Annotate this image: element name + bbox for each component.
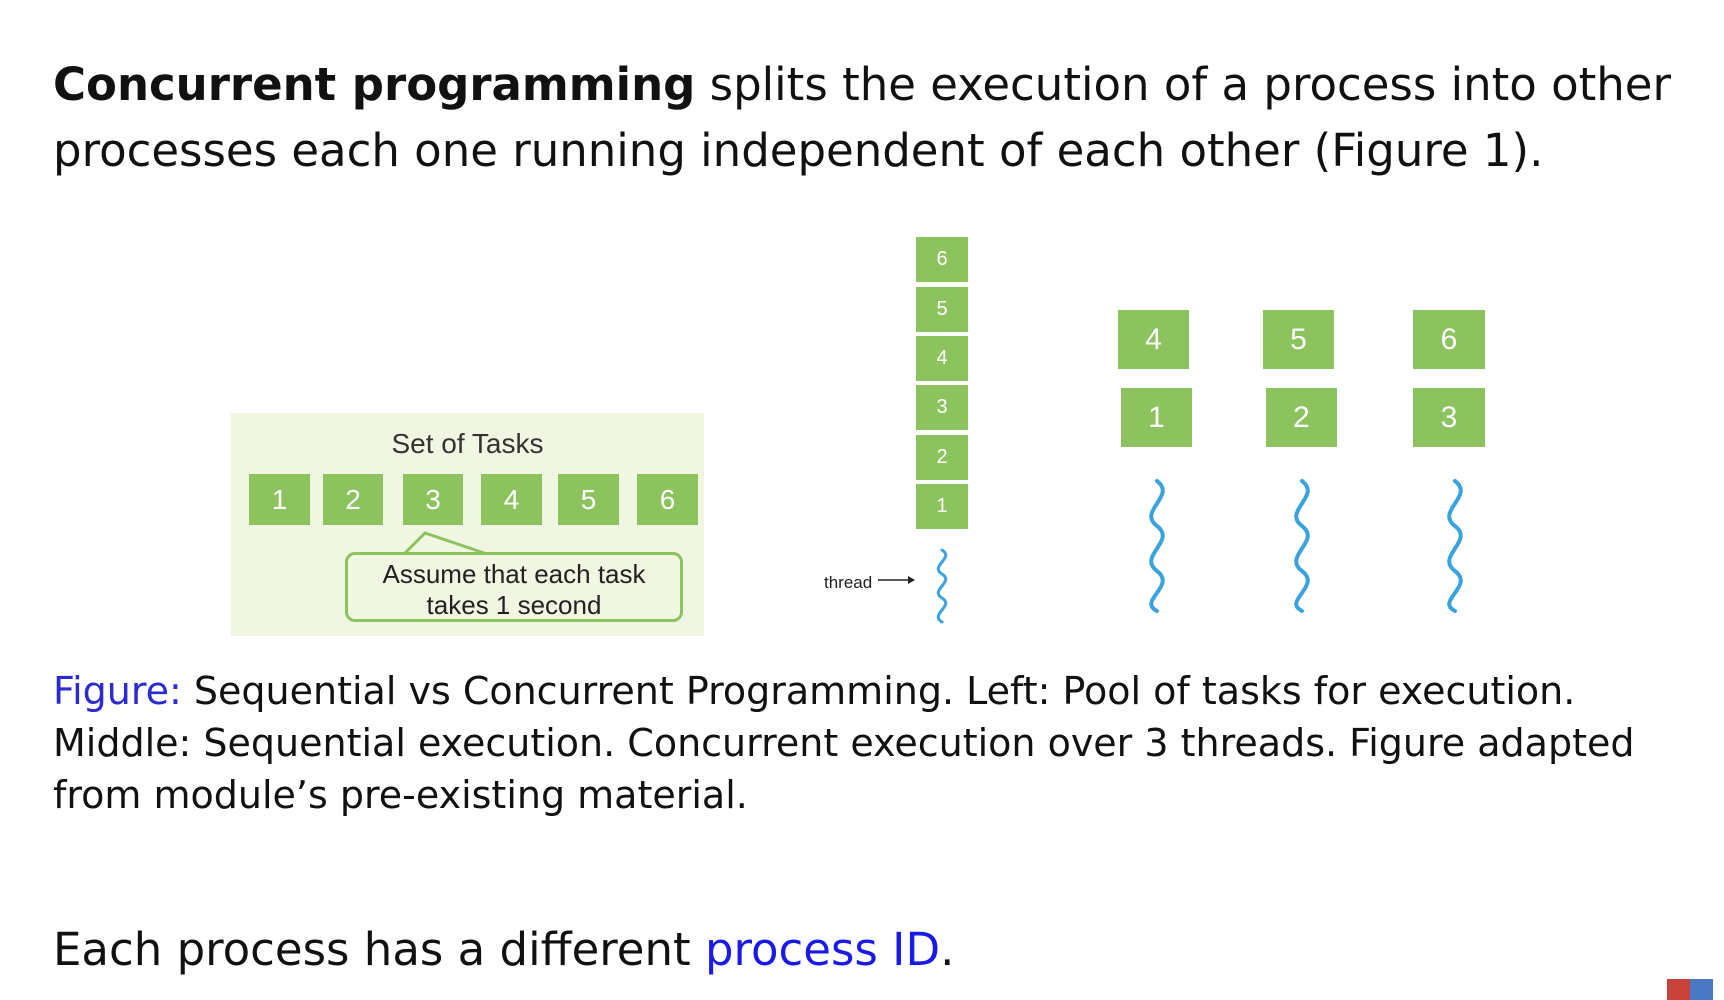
pool-task-4: 4 bbox=[481, 474, 542, 525]
seq-task-2: 2 bbox=[916, 435, 968, 480]
thread1-task-top: 4 bbox=[1118, 310, 1189, 369]
task-duration-callout: Assume that each task takes 1 second bbox=[345, 552, 683, 622]
bold-term: Concurrent programming bbox=[53, 58, 696, 111]
pool-title: Set of Tasks bbox=[391, 428, 544, 459]
caption-label: Figure: bbox=[53, 669, 182, 713]
thread2-task-bottom: 2 bbox=[1266, 388, 1337, 447]
thread3-task-top: 6 bbox=[1413, 310, 1485, 369]
callout-line-1: Assume that each task bbox=[382, 559, 646, 589]
concurrent-thread-icon-2 bbox=[1294, 479, 1310, 613]
closing-period: . bbox=[940, 923, 955, 976]
callout-pointer bbox=[401, 531, 491, 557]
caption-text: Sequential vs Concurrent Programming. Le… bbox=[53, 669, 1635, 817]
thread-arrow bbox=[878, 576, 915, 584]
seq-task-1: 1 bbox=[916, 484, 968, 529]
pool-task-5: 5 bbox=[558, 474, 619, 525]
intro-paragraph: Concurrent programming splits the execut… bbox=[53, 52, 1693, 184]
university-crest-icon bbox=[1667, 979, 1713, 1000]
concurrent-thread-icon-3 bbox=[1447, 479, 1463, 613]
thread3-task-bottom: 3 bbox=[1413, 388, 1485, 447]
seq-task-5: 5 bbox=[916, 287, 968, 332]
thread2-task-top: 5 bbox=[1263, 310, 1334, 369]
closing-text: Each process has a different bbox=[53, 923, 705, 976]
pool-task-6: 6 bbox=[637, 474, 698, 525]
pool-task-1: 1 bbox=[249, 474, 310, 525]
callout-line-2: takes 1 second bbox=[426, 590, 602, 620]
seq-task-3: 3 bbox=[916, 385, 968, 430]
pool-task-2: 2 bbox=[323, 474, 383, 525]
process-id-link[interactable]: process ID bbox=[704, 923, 941, 976]
intro-text: splits the execution of a process into o… bbox=[53, 58, 1671, 177]
seq-task-6: 6 bbox=[916, 237, 968, 282]
thread-label: thread bbox=[824, 573, 873, 592]
concurrent-thread-icon-1 bbox=[1149, 479, 1165, 613]
sequential-thread-icon bbox=[936, 548, 948, 624]
closing-statement: Each process has a different process ID. bbox=[53, 920, 954, 980]
thread1-task-bottom: 1 bbox=[1121, 388, 1192, 447]
figure-caption: Figure: Sequential vs Concurrent Program… bbox=[53, 665, 1693, 821]
pool-task-3: 3 bbox=[403, 474, 463, 525]
seq-task-4: 4 bbox=[916, 336, 968, 381]
